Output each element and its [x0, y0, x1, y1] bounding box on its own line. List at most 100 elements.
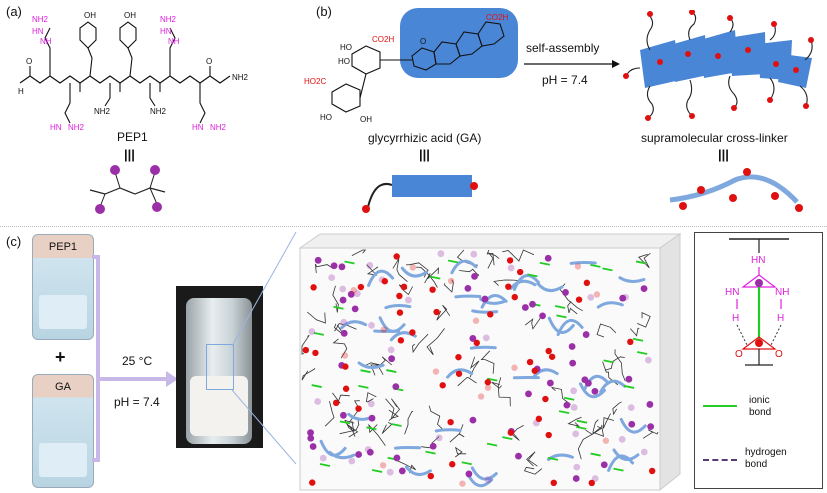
guanidinium-node [622, 293, 629, 301]
ionic-bond [527, 273, 538, 278]
svg-text:H: H [777, 313, 784, 324]
carboxylate-node [484, 384, 492, 391]
guanidinium-node [469, 335, 477, 342]
crosslinker-strand [394, 445, 421, 450]
carboxylate-node [593, 291, 601, 298]
ga-vial: GA [32, 374, 94, 488]
svg-text:OH: OH [124, 11, 136, 20]
mixing-temperature: 25 °C [122, 354, 153, 368]
guanidinium-node [429, 442, 437, 450]
pep1-chain [334, 323, 357, 332]
guanidinium-node [437, 250, 445, 258]
crosslinker-strand [450, 259, 478, 275]
guanidinium-node [470, 250, 478, 258]
svg-text:H: H [732, 313, 739, 324]
pep1-chain [630, 327, 640, 337]
guanidinium-node [368, 414, 376, 422]
ionic-bond [344, 260, 355, 265]
pep1-chain [596, 323, 617, 338]
crosslinker-strand [434, 428, 462, 433]
pep1-chain [487, 252, 500, 269]
guanidinium-node [570, 387, 578, 395]
carboxylate-node [602, 437, 610, 444]
carboxylate-node [432, 368, 440, 375]
carboxylate-node [400, 283, 408, 291]
carboxylate-node [473, 339, 480, 347]
carboxylate-node [396, 292, 403, 300]
crosslinker-strand [536, 282, 564, 292]
guanidinium-node [471, 272, 478, 280]
crosslinker-strand [446, 368, 474, 379]
pep1-structure: NH2 HN NH NH2 HN NH HN NH2 HN NH2 OH OH … [18, 11, 249, 132]
svg-text:HN: HN [160, 27, 172, 36]
guanidinium-node [307, 434, 315, 442]
ionic-bond [563, 396, 575, 401]
guanidinium-node [469, 416, 477, 424]
carboxylate-node [535, 415, 543, 423]
ionic-bond [590, 452, 601, 457]
carboxylate-node [531, 367, 538, 374]
carboxylate-node [380, 326, 388, 333]
guanidinium-node [640, 448, 648, 456]
carboxylate-node [574, 263, 582, 270]
svg-text:OH: OH [360, 115, 372, 124]
guanidinium-node [367, 400, 375, 408]
guanidinium-node [366, 262, 374, 269]
carboxylate-node [379, 462, 387, 469]
legend-ionic-swatch [703, 405, 737, 407]
svg-text:O: O [775, 349, 783, 360]
pep1-chain [301, 334, 310, 355]
guanidinium-node [464, 284, 472, 292]
carboxylate-node [477, 393, 485, 400]
legend-ionic-label: ionic bond [749, 395, 772, 418]
svg-text:HO: HO [338, 57, 350, 66]
ga-vial-liquid [39, 443, 87, 477]
guanidinium-node [628, 420, 636, 428]
guanidinium-node [307, 429, 314, 437]
carboxylate-node [459, 480, 466, 487]
pep1-chain [339, 417, 360, 435]
carboxylate-node [484, 379, 492, 386]
carboxylate-node [357, 283, 365, 291]
crosslinker-strand [480, 294, 508, 309]
guanidinium-node [308, 328, 316, 335]
crosslinker-schematic [669, 168, 803, 212]
pep1-chain [637, 311, 651, 328]
svg-text:NH: NH [40, 37, 52, 46]
pep1-chain [577, 429, 593, 460]
hydrogel-zoom-box [206, 344, 234, 390]
guanidinium-node [338, 263, 346, 271]
carboxylate-node [355, 405, 362, 412]
carboxylate-node [447, 418, 454, 426]
crosslinker-strand [599, 379, 627, 394]
crosslinker-strand [367, 269, 395, 287]
crosslinker-strand [404, 465, 432, 476]
ionic-bond [313, 331, 325, 336]
svg-text:CO2H: CO2H [486, 13, 508, 22]
guanidinium-node [546, 379, 554, 387]
svg-text:HN: HN [725, 287, 739, 298]
pep1-chain [332, 338, 348, 359]
guanidinium-node [600, 461, 608, 469]
ionic-bond [603, 359, 614, 364]
guanidinium-node [393, 454, 401, 462]
assembly-ph-label: pH = 7.4 [542, 73, 588, 87]
mixing-bracket-arrow [92, 255, 178, 462]
pep1-chain [444, 279, 454, 293]
carboxylate-node [511, 364, 518, 371]
ionic-bond [502, 436, 513, 440]
svg-text:O: O [735, 349, 743, 360]
guanidinium-node [582, 331, 590, 338]
pep1-chain [493, 279, 519, 286]
ionic-bond [539, 261, 550, 266]
carboxylate-node [548, 353, 556, 360]
pep1-chain [457, 377, 477, 387]
guanidinium-node [339, 285, 347, 293]
legend-hydrogen-bond: hydrogen bond [701, 445, 816, 481]
guanidinium-node [386, 468, 394, 476]
crosslinker-strand [340, 320, 368, 330]
guanidinium-node [314, 256, 322, 264]
guanidinium-node [570, 404, 578, 411]
guanidinium-node [647, 423, 655, 431]
carboxylate-node [550, 479, 557, 487]
